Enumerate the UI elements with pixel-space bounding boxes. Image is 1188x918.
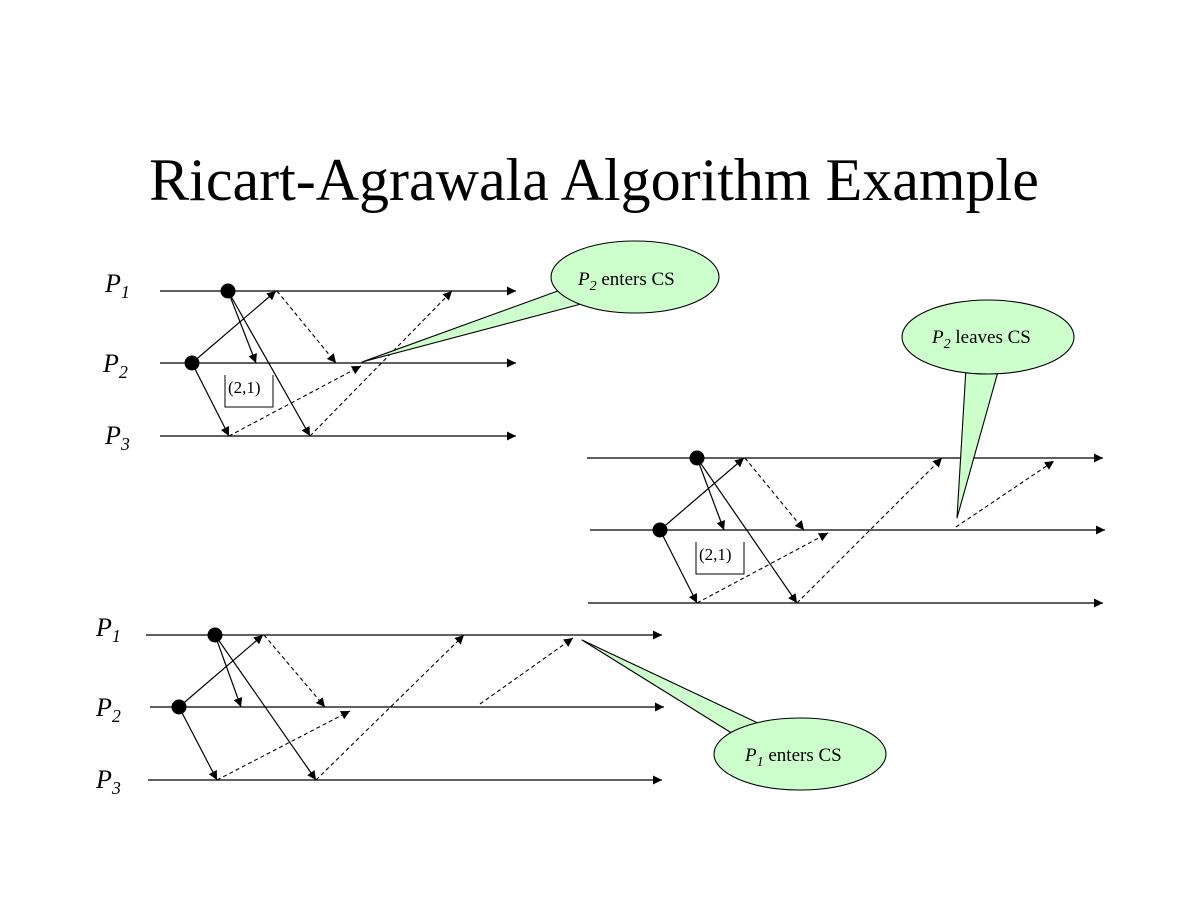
- queue-timestamp: (2,1): [228, 378, 261, 397]
- diagram-3: P1 P2 P3 P1 enters CS: [95, 613, 887, 798]
- request-arrow: [191, 290, 277, 364]
- process-label-p2: P2: [102, 349, 128, 382]
- callout-p2-enters-cs: P2 enters CS: [361, 240, 720, 363]
- request-arrow: [696, 457, 798, 604]
- queue-timestamp: (2,1): [699, 545, 732, 564]
- queue-box: [695, 542, 745, 575]
- reply-arrow: [309, 290, 453, 437]
- request-arrow: [178, 706, 218, 781]
- process-label-p3: P3: [104, 421, 130, 454]
- reply-arrow: [228, 365, 362, 437]
- reply-arrow: [263, 634, 326, 708]
- callout-p1-enters-cs: P1 enters CS: [581, 639, 887, 791]
- process-label-p1: P1: [104, 269, 130, 302]
- request-arrow: [214, 634, 243, 708]
- process-label-p3: P3: [95, 765, 121, 798]
- request-event-dot: [171, 699, 187, 715]
- callout-text: P2 enters CS: [577, 269, 675, 294]
- callout-p2-leaves-cs: P2 leaves CS: [901, 299, 1075, 519]
- process-label-p2: P2: [95, 693, 121, 726]
- queue-box: [224, 375, 274, 408]
- request-arrow: [659, 457, 745, 531]
- request-arrow: [191, 362, 230, 437]
- reply-arrow: [744, 457, 805, 531]
- callout-text: P2 leaves CS: [931, 327, 1031, 352]
- reply-arrow: [696, 532, 829, 604]
- request-arrow: [214, 634, 317, 781]
- request-event-dot: [184, 355, 200, 371]
- request-event-dot: [220, 283, 236, 299]
- request-event-dot: [652, 522, 668, 538]
- request-arrow: [696, 457, 726, 531]
- reply-arrow: [796, 457, 943, 604]
- request-arrow: [227, 290, 311, 437]
- request-arrow: [227, 290, 257, 364]
- process-label-p1: P1: [95, 613, 121, 646]
- reply-arrow: [955, 460, 1055, 528]
- diagram-1: P1 P2 P3 (2,1): [102, 240, 720, 454]
- request-arrow: [659, 529, 698, 604]
- reply-arrow: [276, 290, 337, 364]
- request-event-dot: [689, 450, 705, 466]
- reply-arrow: [216, 710, 351, 781]
- request-arrow: [178, 634, 264, 708]
- reply-arrow: [479, 637, 574, 705]
- diagram-2: (2,1) P2 leaves CS: [587, 299, 1105, 608]
- slide-title: Ricart-Agrawala Algorithm Example: [149, 147, 1039, 213]
- callout-text: P1 enters CS: [744, 745, 842, 770]
- request-event-dot: [207, 627, 223, 643]
